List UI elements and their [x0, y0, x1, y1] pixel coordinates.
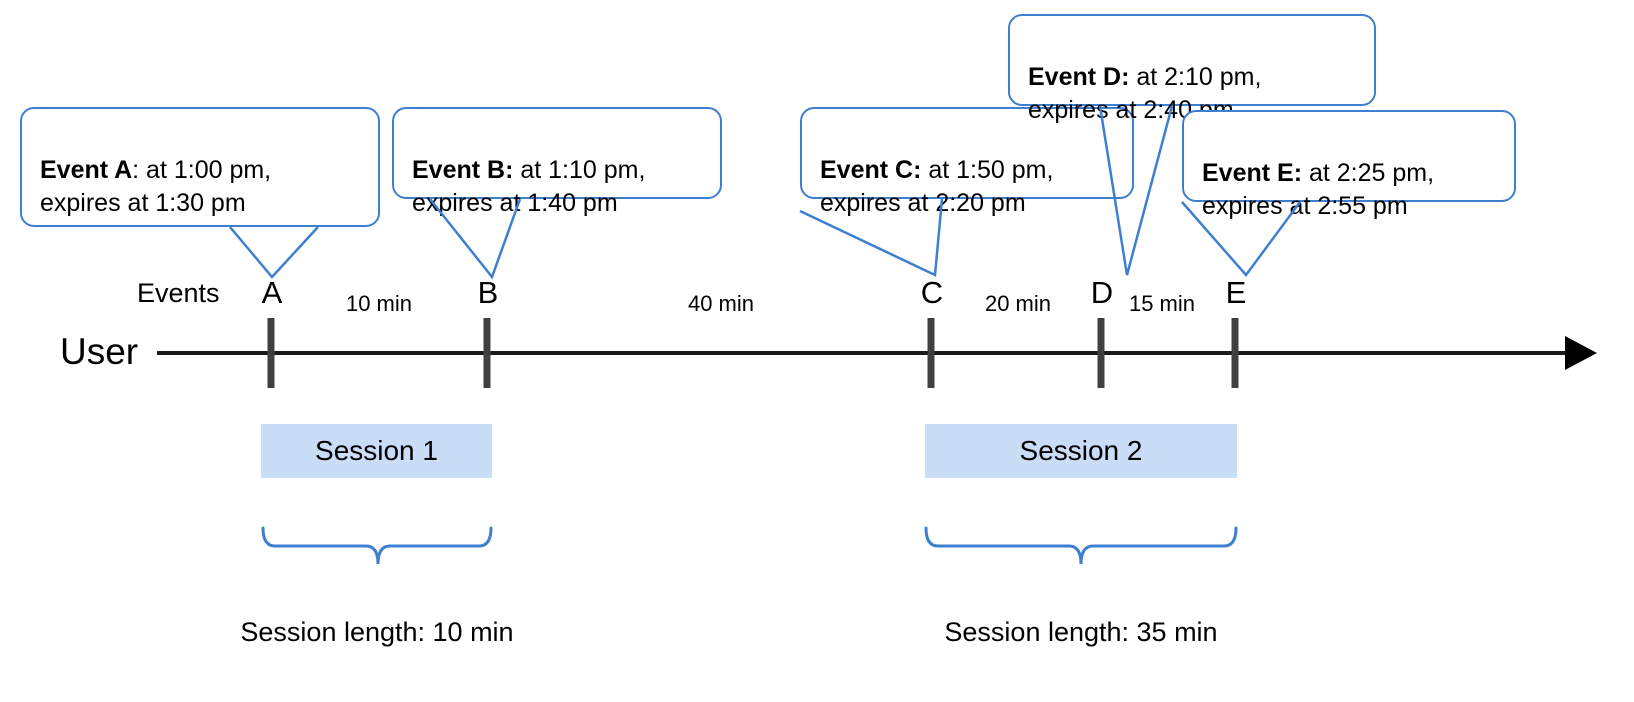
event-marker-label-a: A	[261, 275, 283, 310]
events-row-label: Events	[137, 278, 220, 308]
callout-event-b-title: Event B:	[412, 156, 514, 184]
callout-event-e: Event E: at 2:25 pm, expires at 2:55 pm	[1182, 110, 1516, 220]
callout-event-c-detail: at 1:50 pm, expires at 2:20 pm	[820, 156, 1054, 217]
session-bar-2: Session 2	[925, 424, 1237, 478]
callout-tail-b	[429, 198, 522, 280]
callout-event-a: Event A: at 1:00 pm, expires at 1:30 pm	[20, 107, 380, 227]
timeline-arrowhead	[1565, 336, 1597, 370]
user-lane-label: User	[60, 331, 139, 372]
session-1-brace	[261, 526, 493, 565]
event-marker-label-e: E	[1225, 275, 1247, 310]
callout-event-d: Event D: at 2:10 pm, expires at 2:40 pm	[1008, 14, 1376, 124]
session-2-brace	[924, 526, 1238, 565]
event-marker-label-b: B	[477, 275, 499, 310]
interval-label-b-c: 40 min	[687, 291, 755, 316]
callout-event-e-title: Event E:	[1202, 159, 1303, 187]
callout-tail-a	[229, 226, 319, 279]
callout-tail-d	[1098, 105, 1174, 276]
callout-event-a-detail: : at 1:00 pm, expires at 1:30 pm	[40, 156, 272, 217]
session-2-length-label: Session length: 35 min	[944, 617, 1218, 647]
interval-label-a-b: 10 min	[345, 291, 413, 316]
callout-event-c: Event C: at 1:50 pm, expires at 2:20 pm	[800, 107, 1134, 217]
timeline-axis	[157, 336, 1597, 370]
callout-tail-e	[1181, 201, 1302, 277]
session-1-length-label: Session length: 10 min	[240, 617, 514, 647]
callout-event-b-detail: at 1:10 pm, expires at 1:40 pm	[412, 156, 646, 217]
event-marker-label-c: C	[920, 275, 944, 310]
callout-event-a-title: Event A	[40, 156, 133, 184]
session-bar-1: Session 1	[261, 424, 492, 478]
callout-event-b: Event B: at 1:10 pm, expires at 1:40 pm	[392, 107, 722, 217]
callout-event-c-title: Event C:	[820, 156, 922, 184]
event-marker-label-d: D	[1090, 275, 1114, 310]
callout-event-e-detail: at 2:25 pm, expires at 2:55 pm	[1202, 159, 1435, 220]
interval-label-d-e: 15 min	[1128, 291, 1196, 316]
interval-label-c-d: 20 min	[984, 291, 1052, 316]
callout-tail-c	[799, 198, 944, 277]
callout-event-d-title: Event D:	[1028, 63, 1130, 91]
event-markers	[267, 318, 1239, 388]
